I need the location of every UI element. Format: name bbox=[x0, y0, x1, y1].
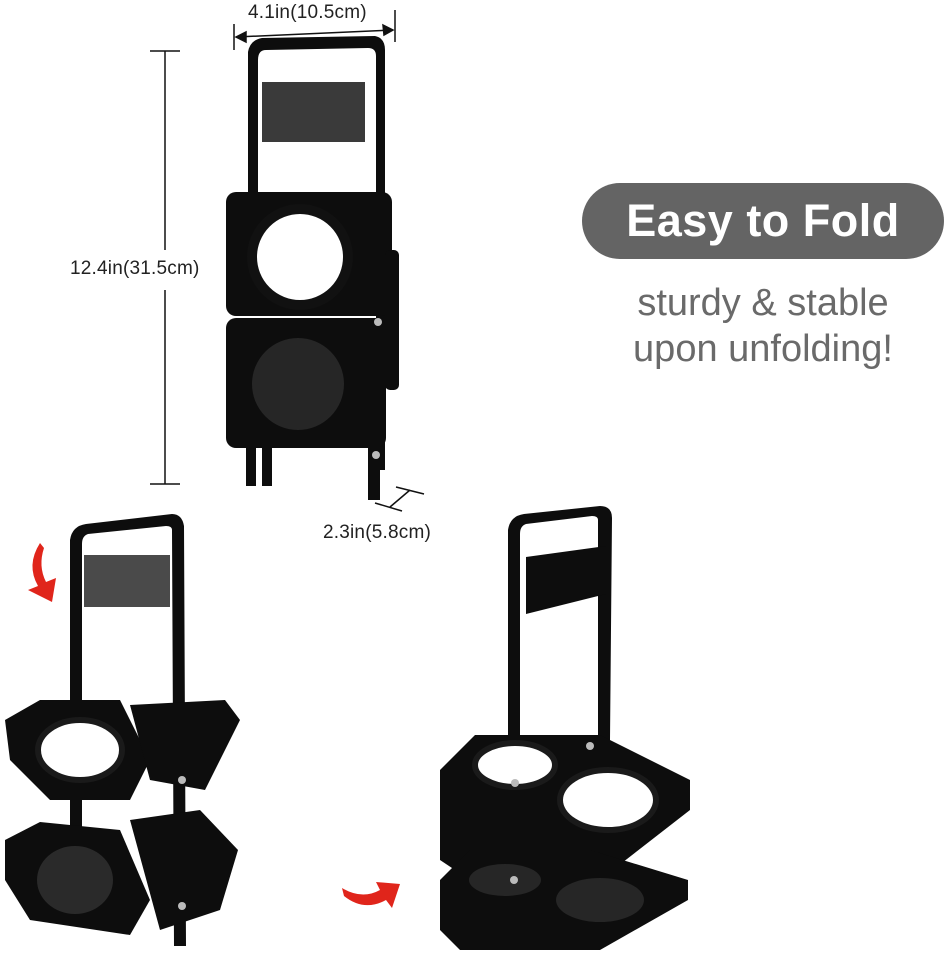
width-dimension-label: 4.1in(10.5cm) bbox=[248, 2, 367, 23]
height-dimension-label: 12.4in(31.5cm) bbox=[70, 258, 200, 279]
feature-subtitle-line1: sturdy & stable bbox=[637, 282, 889, 324]
height-dimension-line bbox=[150, 50, 180, 485]
red-curved-arrow-down-icon bbox=[28, 543, 56, 602]
folded-carrier-image bbox=[226, 36, 399, 500]
feature-title-badge: Easy to Fold bbox=[582, 183, 944, 259]
red-curved-arrow-right-icon bbox=[342, 882, 400, 908]
depth-dimension-label: 2.3in(5.8cm) bbox=[323, 522, 431, 543]
feature-subtitle-line2: upon unfolding! bbox=[633, 328, 893, 370]
depth-dimension-line bbox=[374, 486, 425, 512]
unfolding-carrier-image bbox=[5, 514, 240, 946]
width-dimension-line bbox=[233, 10, 396, 50]
unfolded-carrier-image bbox=[440, 506, 690, 950]
